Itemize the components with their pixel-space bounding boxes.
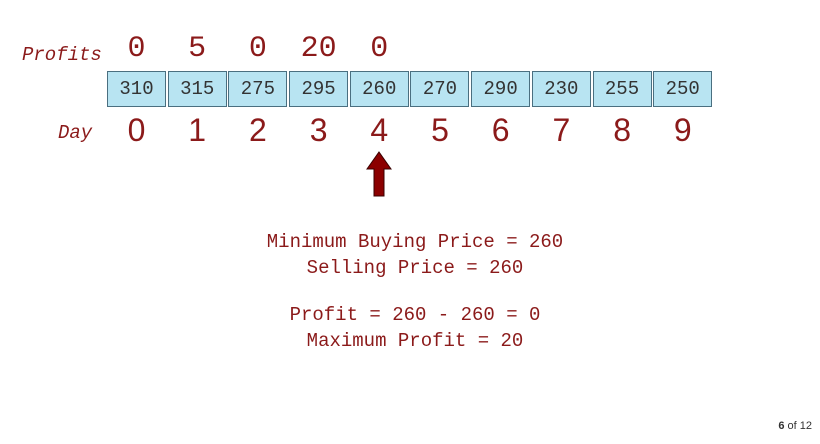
price-cell: 260: [349, 71, 409, 107]
selling-price-text: Selling Price = 260: [306, 257, 524, 279]
day-index: 5: [431, 112, 449, 148]
profit-value: 20: [300, 32, 337, 66]
day-index: 7: [552, 112, 571, 148]
profits-row-label: Profits: [22, 44, 102, 66]
day-index: 8: [613, 112, 631, 148]
profit-calculation-text: Profit = 260 - 260 = 0: [289, 304, 541, 326]
price-cell: 295: [289, 71, 349, 107]
day-row-label: Day: [58, 122, 93, 144]
price-cell: 270: [410, 71, 470, 107]
profit-value: 0: [127, 32, 146, 66]
total-slide-count: 12: [799, 420, 812, 432]
profit-value: 5: [188, 32, 207, 66]
current-slide-number: 6: [778, 420, 785, 432]
profit-value: 0: [370, 32, 389, 66]
up-arrow-shape: [366, 151, 393, 197]
price-cell: 310: [107, 71, 166, 107]
price-cell: 230: [531, 71, 591, 107]
up-arrow-icon: [366, 151, 393, 197]
day-index: 0: [127, 112, 146, 148]
minimum-buying-price-text: Minimum Buying Price = 260: [266, 231, 564, 253]
slide-counter: 6 of 12: [778, 420, 812, 432]
maximum-profit-text: Maximum Profit = 20: [306, 330, 524, 352]
day-index: 9: [673, 112, 692, 148]
price-cell: 290: [471, 71, 531, 107]
day-index: 2: [248, 112, 267, 148]
day-index: 4: [370, 112, 389, 148]
price-cell: 255: [592, 71, 652, 107]
price-cell: 275: [228, 71, 288, 107]
price-cell: 250: [653, 71, 713, 107]
day-index: 3: [309, 112, 328, 148]
day-index: 1: [188, 112, 207, 148]
slide-counter-separator: of: [787, 420, 797, 432]
day-index: 6: [491, 112, 510, 148]
price-cell: 315: [167, 71, 227, 107]
profit-value: 0: [248, 32, 267, 66]
